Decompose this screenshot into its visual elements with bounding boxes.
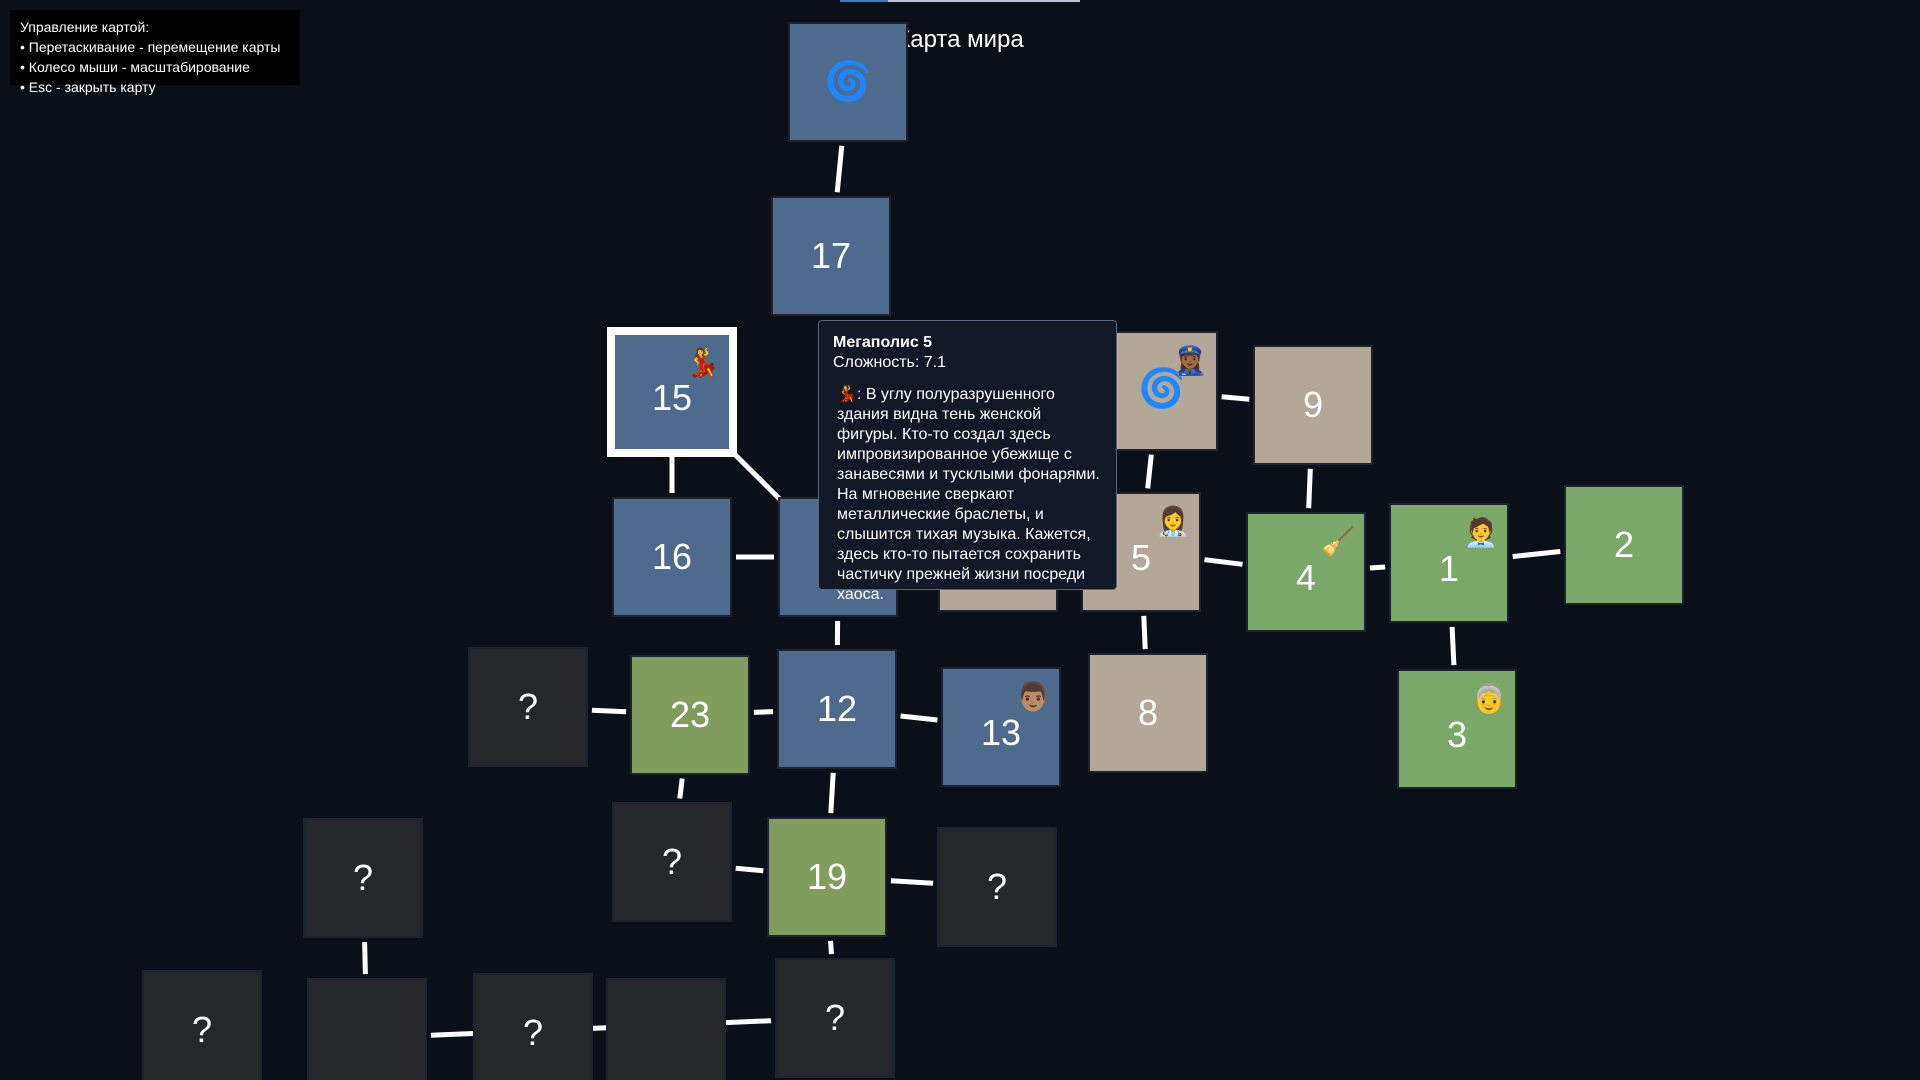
map-node-u8[interactable] bbox=[606, 978, 726, 1080]
map-node-u11[interactable]: ? bbox=[775, 958, 895, 1078]
map-node-label: ? bbox=[661, 841, 683, 882]
map-node-n16[interactable]: 16 bbox=[612, 497, 732, 617]
map-node-u2[interactable]: ? bbox=[303, 818, 423, 938]
map-node-label: ? bbox=[824, 997, 846, 1038]
map-link-n23-u3 bbox=[677, 778, 685, 799]
map-node-n9[interactable]: 9 bbox=[1253, 345, 1373, 465]
dancer-icon: 💃 bbox=[685, 347, 721, 378]
map-node-label: 1 bbox=[1438, 548, 1460, 589]
map-node-label: 12 bbox=[816, 688, 858, 729]
map-node-n23[interactable]: 23 bbox=[630, 655, 750, 775]
map-node-label: 16 bbox=[651, 536, 693, 577]
map-link-n4-n1 bbox=[1369, 564, 1386, 571]
map-node-n17[interactable]: 17 bbox=[771, 196, 891, 316]
map-node-n1[interactable]: 1🧑‍💼 bbox=[1389, 503, 1509, 623]
map-node-n6[interactable]: 🌀👮🏾‍♀️ bbox=[1098, 331, 1218, 451]
old-woman-icon: 👵 bbox=[1471, 683, 1507, 714]
map-node-n2[interactable]: 2 bbox=[1564, 485, 1684, 605]
controls-line-drag: • Перетаскивание - перемещение карты bbox=[20, 39, 281, 55]
map-node-n3[interactable]: 3👵 bbox=[1397, 669, 1517, 789]
map-node-u5[interactable]: ? bbox=[142, 970, 262, 1080]
man-person-icon: 👨🏽 bbox=[1015, 681, 1051, 712]
map-node-label: 4 bbox=[1295, 557, 1317, 598]
map-node-label: ? bbox=[191, 1009, 213, 1050]
controls-line-esc: • Esc - закрыть карту bbox=[20, 79, 156, 95]
map-node-n15[interactable]: 15💃 bbox=[607, 327, 737, 457]
tooltip-location-name: Мегаполис 5 bbox=[833, 334, 933, 351]
map-link-n5-n4 bbox=[1204, 557, 1243, 567]
map-link-n1-n3 bbox=[1449, 626, 1457, 666]
map-link-n12-n13 bbox=[900, 713, 938, 723]
map-node-label: 15 bbox=[651, 377, 693, 418]
map-node-label: 8 bbox=[1137, 692, 1159, 733]
map-link-n9-n4 bbox=[1306, 468, 1313, 509]
top-scroll-bar bbox=[840, 0, 1080, 2]
map-node-portal[interactable]: 🌀 bbox=[788, 22, 908, 142]
map-node-n13[interactable]: 13👨🏽 bbox=[941, 667, 1061, 787]
map-node-u10[interactable] bbox=[307, 978, 427, 1080]
tooltip-difficulty: Сложность: 7.1 bbox=[833, 354, 947, 371]
map-node-label: 3 bbox=[1446, 714, 1468, 755]
portal-icon: 🌀 bbox=[824, 61, 872, 103]
map-link-u2-u10 bbox=[362, 941, 368, 975]
map-link-n6-n9 bbox=[1221, 394, 1250, 402]
health-worker-icon: 👩‍⚕️ bbox=[1155, 506, 1191, 537]
controls-line-zoom: • Колесо мыши - масштабирование bbox=[20, 59, 250, 75]
map-node-n4[interactable]: 4🧹 bbox=[1246, 512, 1366, 632]
map-node-label: ? bbox=[352, 857, 374, 898]
map-node-u3[interactable]: ? bbox=[612, 802, 732, 922]
map-node-label: 2 bbox=[1613, 524, 1635, 565]
map-link-n1-n2 bbox=[1512, 549, 1561, 559]
map-title: Карта мира bbox=[896, 26, 1024, 53]
map-node-label: ? bbox=[522, 1012, 544, 1053]
location-tooltip: Мегаполис 5 Сложность: 7.1 💃: В углу пол… bbox=[818, 320, 1117, 603]
map-node-label: ? bbox=[986, 866, 1008, 907]
broom-icon: 🧹 bbox=[1320, 526, 1356, 557]
map-node-n8[interactable]: 8 bbox=[1088, 653, 1208, 773]
police-officer-icon: 👮🏾‍♀️ bbox=[1172, 345, 1208, 376]
map-node-label: 17 bbox=[810, 235, 852, 276]
map-node-label: 5 bbox=[1130, 537, 1152, 578]
controls-title: Управление картой: bbox=[20, 19, 150, 35]
map-link-n6-n5 bbox=[1145, 454, 1154, 489]
map-node-label: 23 bbox=[669, 694, 711, 735]
map-link-u1-n23 bbox=[591, 707, 627, 715]
map-link-n19-u11 bbox=[828, 940, 834, 955]
tooltip-description: 💃: В углу полуразрушенного здания видна … bbox=[837, 386, 1100, 603]
map-link-u3-n19 bbox=[735, 865, 764, 874]
map-node-n19[interactable]: 19 bbox=[767, 817, 887, 937]
map-node-n12[interactable]: 12 bbox=[777, 649, 897, 769]
map-node-label: 13 bbox=[980, 712, 1022, 753]
map-controls-help: Управление картой: • Перетаскивание - пе… bbox=[10, 10, 300, 95]
map-link-n12-n19 bbox=[828, 772, 836, 814]
map-node-label: ? bbox=[517, 686, 539, 727]
map-link-n19-u4 bbox=[890, 878, 934, 886]
map-node-u6[interactable]: ? bbox=[473, 973, 593, 1080]
map-link-n5-n8 bbox=[1141, 615, 1148, 650]
map-node-u1[interactable]: ? bbox=[468, 647, 588, 767]
map-node-label: 19 bbox=[806, 856, 848, 897]
map-link-portal-n17 bbox=[834, 145, 845, 193]
top-scroll-bar-accent bbox=[840, 0, 888, 2]
map-link-n12-n23 bbox=[753, 709, 774, 715]
portal-icon: 🌀 bbox=[1138, 368, 1186, 410]
map-node-label: 9 bbox=[1302, 384, 1324, 425]
map-node-u4[interactable]: ? bbox=[937, 827, 1057, 947]
office-worker-icon: 🧑‍💼 bbox=[1463, 517, 1499, 548]
